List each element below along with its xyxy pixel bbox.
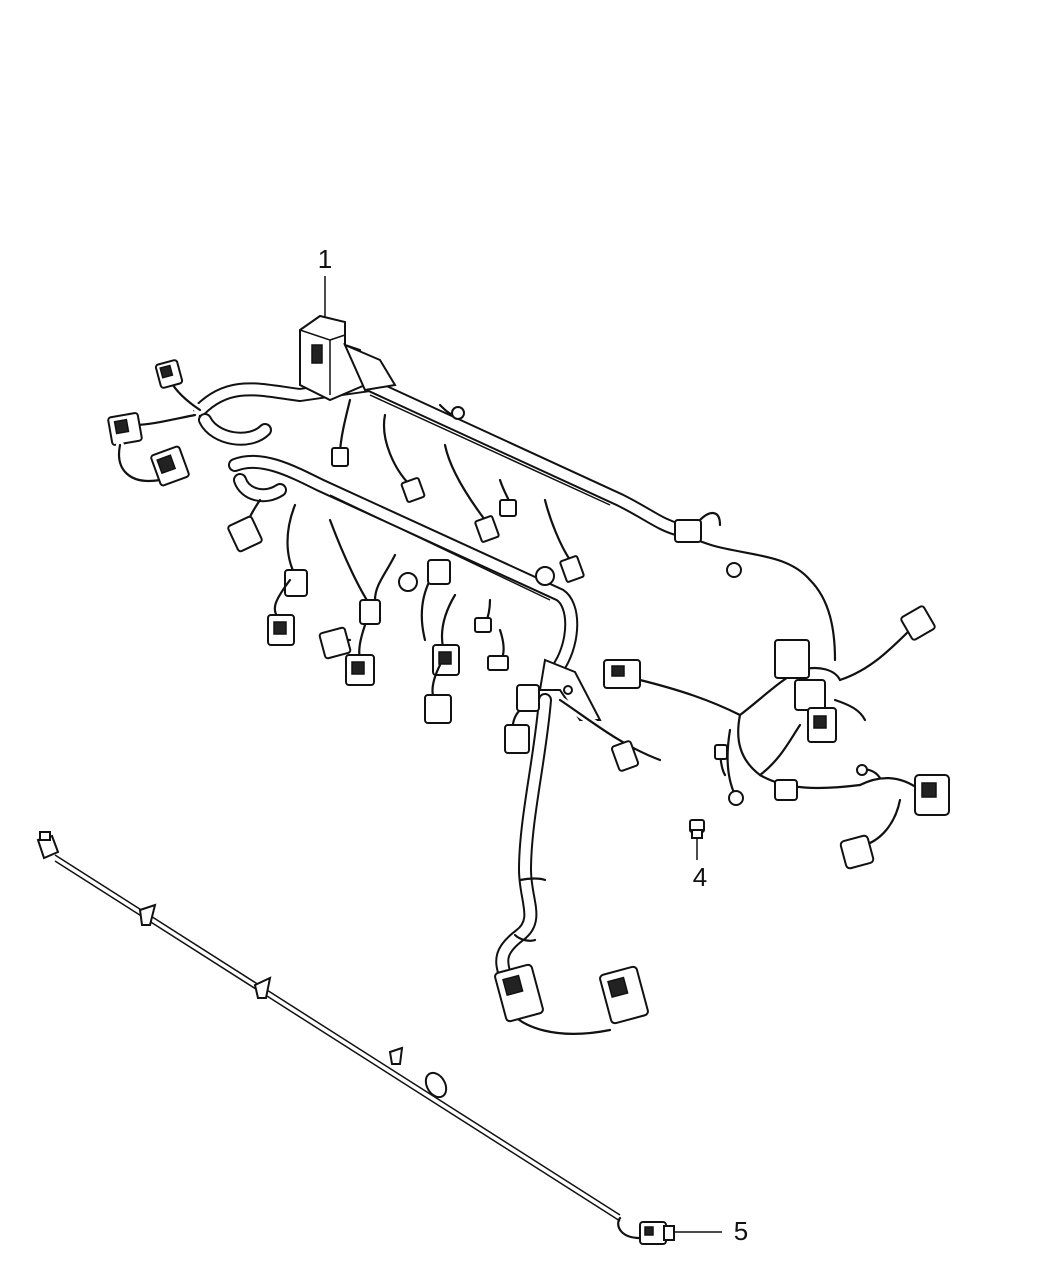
- sensor-wire-harness: [36, 831, 675, 1245]
- connector-wire-end: [617, 1216, 675, 1245]
- upper-injector-drops: [331, 398, 585, 583]
- bolt-part: [689, 819, 705, 839]
- callout-4: 4: [693, 862, 707, 892]
- main-connector-block: [299, 314, 397, 402]
- connector-right-top: [674, 519, 702, 543]
- connector-left-top: [154, 359, 184, 389]
- connector-far-right-top: [900, 605, 936, 641]
- engine-wiring-harness: [107, 314, 950, 1035]
- connector-mid-left: [603, 659, 641, 689]
- connector-left-low: [150, 445, 190, 487]
- connector-bottom-left: [494, 963, 544, 1023]
- connector-left-mid: [107, 412, 143, 446]
- wire-grommet: [424, 1071, 448, 1099]
- connector-bottom-right: [599, 965, 649, 1025]
- wire-clip: [253, 976, 272, 999]
- wire-clip: [388, 1046, 404, 1065]
- callout-5: 5: [734, 1216, 748, 1246]
- lower-left-drops: [227, 498, 418, 686]
- connector-wire-start: [36, 831, 60, 860]
- wire-clip: [138, 903, 157, 926]
- lower-center-drops: [420, 559, 555, 724]
- callout-1: 1: [318, 244, 332, 274]
- right-connector-cluster: [714, 639, 950, 870]
